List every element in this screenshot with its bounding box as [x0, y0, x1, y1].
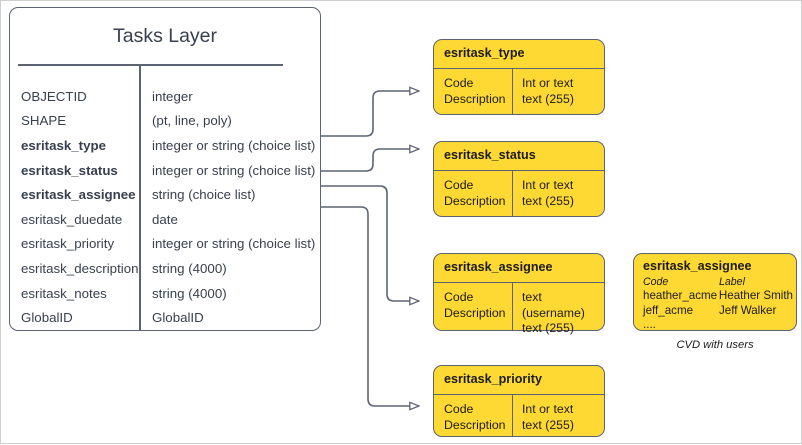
field-row: SHAPE (pt, line, poly) — [10, 109, 320, 134]
field-name: SHAPE — [21, 113, 67, 129]
cvd-row: .... — [643, 318, 793, 332]
domain-column-divider — [512, 68, 514, 114]
domain-title: esritask_type — [444, 46, 525, 60]
connector-type — [321, 91, 419, 137]
domain-field-names: Code Description — [444, 178, 506, 208]
field-row: esritask_duedate date — [10, 207, 320, 232]
cvd-label: Jeff Walker — [719, 303, 777, 317]
field-row: esritask_description string (4000) — [10, 256, 320, 281]
connector-status — [321, 149, 419, 172]
field-row: GlobalID GlobalID — [10, 305, 320, 330]
column-divider — [139, 65, 141, 330]
domain-field-types: Int or text text (255) — [522, 76, 574, 106]
field-name: esritask_type — [21, 137, 107, 153]
cvd-code: heather_acme — [643, 289, 718, 303]
domain-column-divider — [512, 282, 514, 330]
field-name: esritask_priority — [21, 236, 115, 252]
field-type: string (choice list) — [152, 187, 256, 203]
domain-field-names: Code Description — [444, 402, 506, 432]
domain-field-names: Code Description — [444, 76, 506, 106]
domain-box-esritask-status: esritask_status Code Description Int or … — [433, 141, 605, 217]
field-type: integer or string (choice list) — [152, 137, 316, 153]
field-type: (pt, line, poly) — [152, 113, 232, 129]
domain-header-divider — [434, 282, 604, 284]
domain-field-names: Code Description — [444, 290, 506, 320]
field-row: OBJECTID integer — [10, 84, 320, 109]
field-type: GlobalID — [152, 310, 204, 326]
domain-title: esritask_status — [444, 148, 536, 162]
domain-title: esritask_priority — [444, 372, 543, 386]
field-name: OBJECTID — [21, 88, 87, 104]
cvd-caption: CVD with users — [676, 339, 754, 351]
domain-box-esritask-priority: esritask_priority Code Description Int o… — [433, 365, 605, 437]
cvd-row: jeff_acme Jeff Walker — [643, 304, 793, 318]
tasks-layer-title: Tasks Layer — [112, 25, 218, 47]
connector-assignee — [321, 185, 419, 301]
field-row: esritask_assignee string (choice list) — [10, 182, 320, 207]
domain-header-divider — [434, 68, 604, 70]
field-type: string (4000) — [152, 285, 227, 301]
field-name: esritask_assignee — [21, 187, 136, 203]
field-name: esritask_notes — [21, 285, 107, 301]
field-name: esritask_description — [21, 260, 139, 276]
domain-column-divider — [512, 394, 514, 436]
cvd-header-label: Label — [719, 276, 745, 288]
field-row: esritask_notes string (4000) — [10, 281, 320, 306]
domain-column-divider — [512, 170, 514, 216]
cvd-code: .... — [643, 318, 656, 332]
connector-priority — [321, 206, 419, 406]
cvd-label: Heather Smith — [718, 289, 793, 303]
field-name: GlobalID — [21, 310, 73, 326]
domain-box-esritask-assignee: esritask_assignee Code Description text … — [433, 253, 605, 335]
cvd-header-row: Code Label — [643, 275, 793, 289]
field-name: esritask_status — [21, 162, 118, 178]
cvd-code: jeff_acme — [643, 303, 694, 317]
field-name: esritask_duedate — [21, 211, 123, 227]
field-row: esritask_priority integer or string (choi… — [10, 232, 320, 257]
domain-title: esritask_assignee — [444, 260, 553, 274]
cvd-header-code: Code — [643, 276, 669, 288]
domain-field-types: Int or text text (255) — [522, 178, 574, 208]
domain-field-types: text (username) text (255) — [522, 290, 585, 335]
field-row: esritask_status integer or string (choice… — [10, 158, 320, 183]
header-divider — [18, 64, 283, 66]
field-type: integer or string (choice list) — [152, 162, 316, 178]
domain-header-divider — [434, 394, 604, 396]
field-type: integer or string (choice list) — [152, 236, 316, 252]
field-type: string (4000) — [152, 260, 227, 276]
cvd-title: esritask_assignee — [643, 259, 752, 273]
domain-header-divider — [434, 170, 604, 172]
domain-field-types: Int or text text (255) — [522, 402, 574, 432]
field-row: esritask_type integer or string (choice l… — [10, 133, 320, 158]
domain-box-esritask-type: esritask_type Code Description Int or te… — [433, 39, 605, 115]
field-type: date — [152, 211, 178, 227]
field-type: integer — [152, 88, 193, 104]
